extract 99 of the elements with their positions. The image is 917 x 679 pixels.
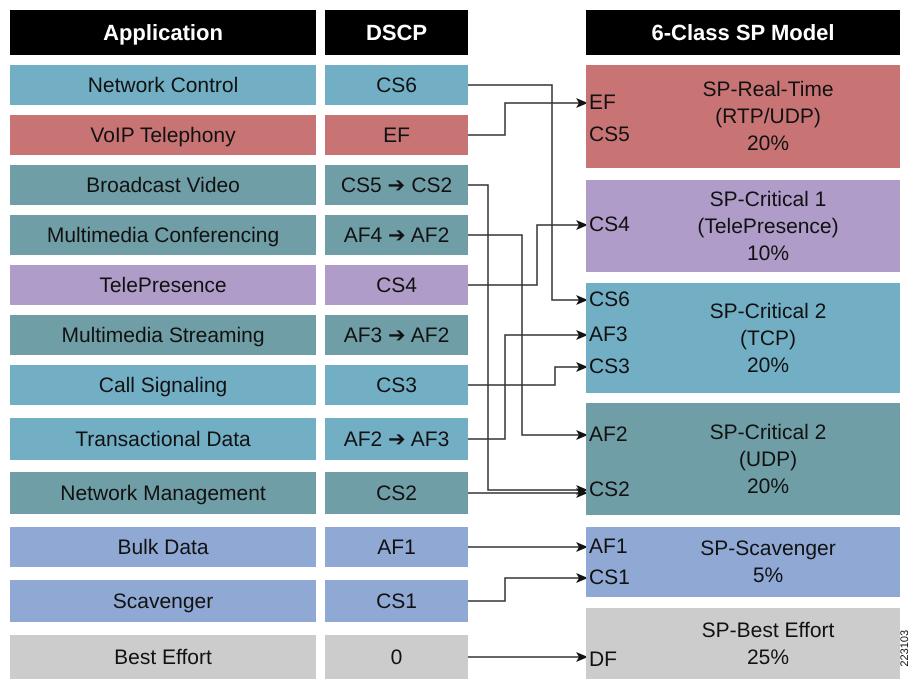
arrow bbox=[468, 542, 588, 552]
cell-text: Multimedia Streaming bbox=[61, 322, 265, 348]
arrow bbox=[468, 362, 588, 386]
table-row-box bbox=[10, 418, 316, 460]
table-row-box bbox=[325, 115, 468, 155]
cell-text: Best Effort bbox=[114, 644, 212, 670]
arrow bbox=[468, 98, 588, 136]
cell-text: Network Control bbox=[88, 72, 238, 98]
table-row-box bbox=[325, 365, 468, 405]
column-header bbox=[10, 10, 316, 55]
code-text: AF3 bbox=[589, 322, 628, 348]
table-row-box bbox=[10, 115, 316, 155]
code-text: DF bbox=[589, 647, 617, 674]
code-text: CS1 bbox=[589, 565, 630, 592]
arrow bbox=[468, 220, 588, 286]
table-row-box bbox=[325, 165, 468, 205]
column-header bbox=[325, 10, 468, 55]
class-title: (TelePresence) bbox=[697, 214, 839, 240]
table-row-box bbox=[10, 527, 316, 567]
class-title: SP-Best Effort bbox=[702, 618, 834, 644]
cell-text: CS2 bbox=[376, 480, 417, 506]
cell-text: AF1 bbox=[377, 534, 416, 560]
table-row-box bbox=[325, 65, 468, 105]
code-text: CS4 bbox=[589, 212, 630, 238]
table-row-box bbox=[10, 580, 316, 622]
code-text: EF bbox=[589, 90, 616, 116]
code-text: CS2 bbox=[589, 477, 630, 504]
class-title: 25% bbox=[746, 644, 790, 670]
table-row-box bbox=[325, 418, 468, 460]
table-row-box bbox=[10, 315, 316, 355]
class-box bbox=[586, 180, 900, 272]
cell-text: AF2 ➔ AF3 bbox=[344, 426, 450, 452]
table-row-box bbox=[325, 527, 468, 567]
class-box bbox=[586, 608, 900, 679]
header-text: DSCP bbox=[366, 19, 428, 47]
cell-text: Network Management bbox=[60, 480, 266, 506]
class-title: SP-Real-Time bbox=[702, 77, 834, 103]
table-row-box bbox=[10, 65, 316, 105]
table-row-box bbox=[325, 580, 468, 622]
table-row-box bbox=[10, 365, 316, 405]
table-row-box bbox=[10, 265, 316, 305]
arrow bbox=[468, 488, 588, 498]
table-row-box bbox=[10, 635, 316, 679]
code-text: CS3 bbox=[589, 354, 630, 380]
arrow bbox=[468, 330, 588, 440]
code-text: CS6 bbox=[589, 287, 630, 314]
arrow bbox=[468, 652, 588, 662]
table-row-box bbox=[325, 315, 468, 355]
class-title: 20% bbox=[746, 352, 790, 378]
code-text: AF2 bbox=[589, 422, 628, 448]
arrow bbox=[468, 84, 588, 305]
class-title: (UDP) bbox=[738, 446, 798, 472]
cell-text: AF4 ➔ AF2 bbox=[344, 222, 450, 248]
class-title: 5% bbox=[752, 563, 784, 589]
class-title: SP-Critical 1 bbox=[710, 186, 826, 212]
cell-text: Multimedia Conferencing bbox=[46, 222, 280, 248]
class-title: 10% bbox=[746, 240, 790, 266]
table-row-box bbox=[10, 215, 316, 255]
table-row-box bbox=[325, 635, 468, 679]
cell-text: Bulk Data bbox=[117, 534, 209, 560]
cell-text: CS6 bbox=[376, 72, 417, 98]
cell-text: Transactional Data bbox=[75, 426, 251, 452]
class-title: 20% bbox=[746, 131, 790, 157]
cell-text: CS3 bbox=[376, 372, 417, 398]
cell-text: AF3 ➔ AF2 bbox=[344, 322, 450, 348]
cell-text: TelePresence bbox=[99, 272, 227, 298]
class-title: (TCP) bbox=[740, 326, 796, 352]
table-row-box bbox=[10, 472, 316, 514]
cell-text: Call Signaling bbox=[98, 372, 228, 398]
class-box bbox=[586, 283, 900, 393]
class-title: SP-Critical 2 bbox=[710, 298, 826, 324]
class-title: 20% bbox=[746, 474, 790, 500]
cell-text: CS4 bbox=[376, 272, 417, 298]
class-box bbox=[586, 527, 900, 597]
cell-text: CS5 ➔ CS2 bbox=[340, 172, 452, 198]
cell-text: Broadcast Video bbox=[86, 172, 240, 198]
column-header bbox=[586, 10, 900, 55]
cell-text: 0 bbox=[390, 644, 402, 670]
table-row-box bbox=[10, 165, 316, 205]
header-text: 6-Class SP Model bbox=[652, 19, 834, 47]
figure-number: 223103 bbox=[898, 628, 912, 669]
class-title: SP-Critical 2 bbox=[710, 420, 826, 446]
arrow bbox=[468, 234, 588, 440]
cell-text: EF bbox=[383, 122, 410, 148]
cell-text: VoIP Telephony bbox=[90, 122, 236, 148]
code-text: CS5 bbox=[589, 122, 630, 148]
arrow bbox=[468, 573, 588, 602]
code-text: AF1 bbox=[589, 534, 628, 560]
table-row-box bbox=[325, 215, 468, 255]
class-box bbox=[586, 403, 900, 515]
header-text: Application bbox=[103, 19, 223, 47]
table-row-box bbox=[325, 472, 468, 514]
table-row-box bbox=[325, 265, 468, 305]
arrow bbox=[468, 184, 588, 495]
class-title: SP-Scavenger bbox=[700, 536, 836, 562]
class-title: (RTP/UDP) bbox=[715, 104, 821, 130]
cell-text: CS1 bbox=[376, 588, 417, 614]
cell-text: Scavenger bbox=[112, 588, 214, 614]
class-box bbox=[586, 65, 900, 168]
